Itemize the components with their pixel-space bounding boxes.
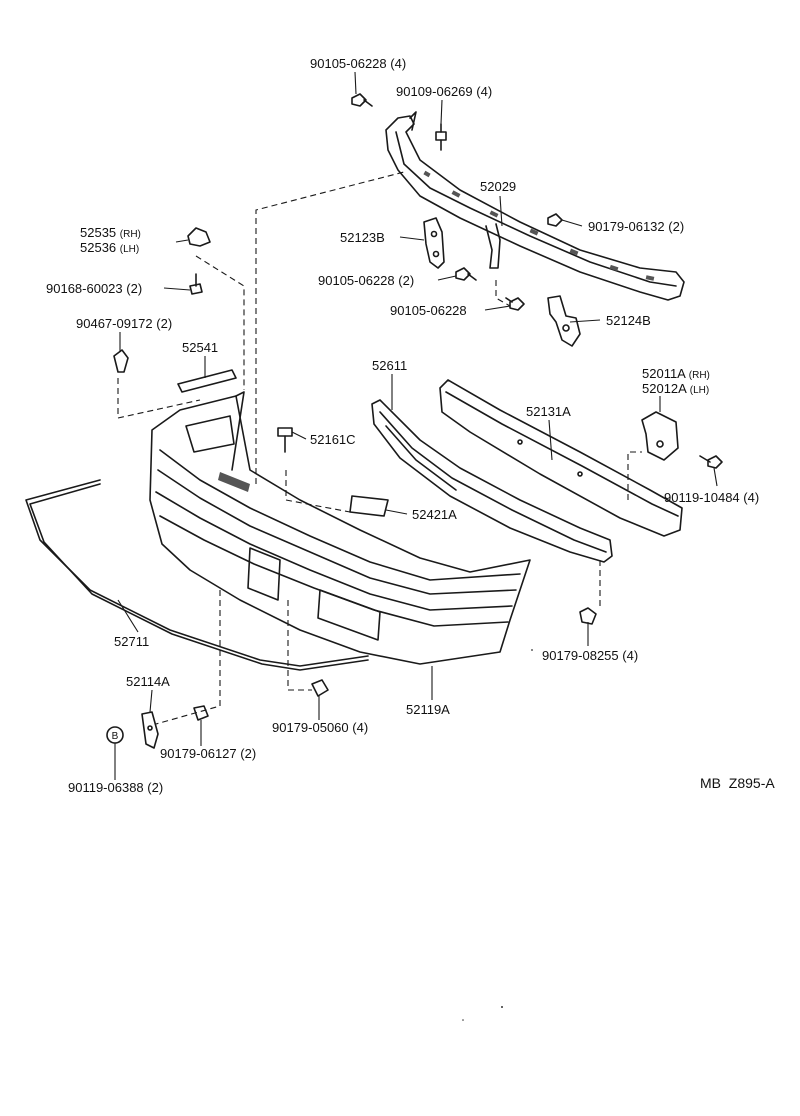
label-52535: 52535 (RH) [80, 225, 141, 240]
bumper-reinforcement-52029-drawing [385, 111, 685, 301]
pad-52421a-drawing [349, 495, 389, 517]
bracket-52114a-drawing [141, 711, 159, 749]
bracket-52124b-drawing [547, 295, 581, 347]
label-90179-05060: 90179-05060 (4) [272, 720, 368, 735]
clip-90467-09172-drawing [113, 349, 129, 373]
label-52029: 52029 [480, 179, 516, 194]
label-52611: 52611 [372, 358, 407, 373]
label-52119a: 52119A [406, 702, 450, 717]
marker-b-circle: B [106, 726, 124, 744]
label-90179-06132: 90179-06132 (2) [588, 219, 684, 234]
bolt-90105-06228-mid-drawing [455, 267, 477, 281]
nut-90179-08255-drawing [579, 607, 597, 625]
marker-b-letter: B [112, 731, 119, 742]
molding-52711-drawing [25, 479, 369, 671]
bracket-52011a-drawing [641, 411, 679, 461]
nut-90179-06127-drawing [193, 705, 209, 721]
clip-52535-drawing [187, 227, 211, 247]
bracket-52123b-drawing [423, 217, 445, 269]
bolt-90105-06228-top-drawing [351, 93, 373, 107]
label-90168-60023: 90168-60023 (2) [46, 281, 142, 296]
label-90119-06388: 90119-06388 (2) [68, 780, 163, 795]
bolt-90109-06269-drawing [435, 123, 447, 151]
label-52114a: 52114A [126, 674, 170, 689]
label-90109-06269: 90109-06269 (4) [396, 84, 492, 99]
reinforcement-52131a-drawing [439, 379, 683, 537]
label-52131a: 52131A [526, 404, 571, 419]
seal-52541-drawing [177, 369, 237, 393]
label-52536: 52536 (LH) [80, 240, 139, 255]
label-52124b: 52124B [606, 313, 651, 328]
bolt-90119-10484-drawing [699, 455, 723, 469]
energy-absorber-52611-drawing [371, 399, 613, 563]
label-90105-06228-mid: 90105-06228 (2) [318, 273, 414, 288]
label-90179-06127: 90179-06127 (2) [160, 746, 256, 761]
label-90105-06228-top: 90105-06228 (4) [310, 56, 406, 71]
bumper-cover-52119a-drawing [149, 391, 531, 665]
label-52123b: 52123B [340, 230, 385, 245]
bolt-90105-06228-low-drawing [505, 297, 525, 311]
label-52011a: 52011A (RH) [642, 366, 710, 381]
nut-90179-05060-drawing [311, 679, 329, 697]
assembly-lines [117, 171, 642, 725]
label-52711: 52711 [114, 634, 149, 649]
scan-specks [462, 649, 533, 1021]
label-90179-08255: 90179-08255 (4) [542, 648, 638, 663]
label-52012a: 52012A (LH) [642, 381, 709, 396]
leader-lines [114, 71, 718, 780]
label-52541: 52541 [182, 340, 218, 355]
label-90119-10484: 90119-10484 (4) [664, 490, 759, 505]
screw-90168-60023-drawing [189, 273, 203, 295]
diagram-code: MB Z895-A [700, 775, 775, 791]
part-labels: 90105-06228 (4) 90109-06269 (4) 52029 90… [46, 56, 775, 795]
label-90105-06228-low: 90105-06228 [390, 303, 467, 318]
label-52161c: 52161C [310, 432, 356, 447]
label-90467-09172: 90467-09172 (2) [76, 316, 172, 331]
label-52421a: 52421A [412, 507, 457, 522]
nut-90179-06132-drawing [547, 213, 563, 227]
screw-52161c-drawing [277, 427, 293, 453]
